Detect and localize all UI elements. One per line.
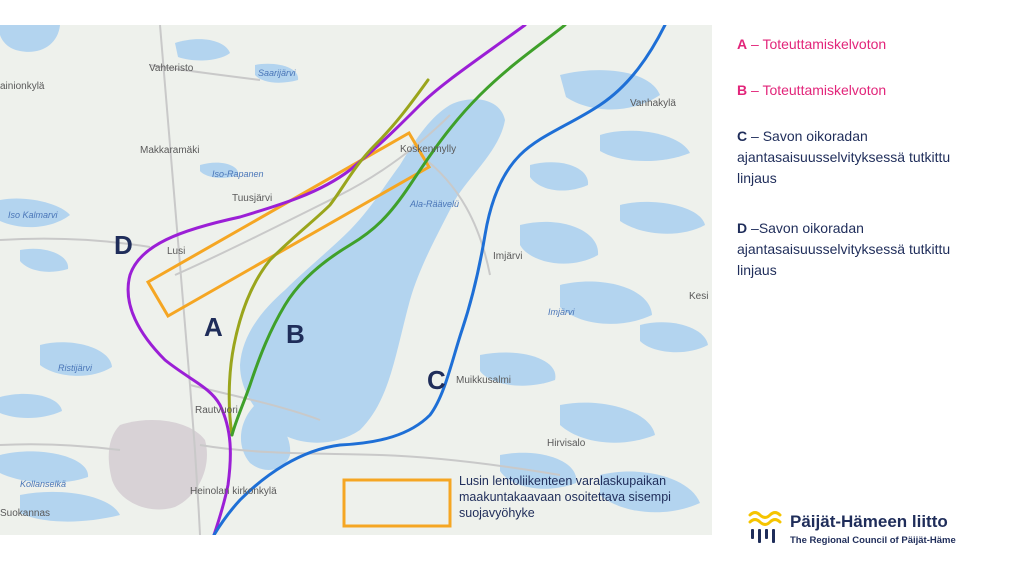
water-label: Ristijärvi bbox=[58, 363, 93, 373]
legend-zone-swatch bbox=[342, 478, 452, 528]
legend-item-a: A – Toteuttamiskelvoton bbox=[737, 34, 886, 55]
legend-text: Toteuttamiskelvoton bbox=[762, 36, 887, 52]
legend-key: A bbox=[737, 36, 748, 52]
place-label: ainionkylä bbox=[0, 81, 45, 92]
route-label-a: A bbox=[204, 312, 223, 342]
main-lake bbox=[240, 99, 505, 443]
legend-key: C bbox=[737, 128, 748, 144]
place-label: Vahteristo bbox=[149, 63, 194, 74]
place-label: Muikkusalmi bbox=[456, 375, 511, 386]
route-a-line bbox=[227, 78, 430, 437]
legend-separator: – bbox=[747, 82, 763, 98]
lake-arm bbox=[240, 405, 291, 470]
place-label: Lusi bbox=[167, 246, 185, 257]
legend-separator: – bbox=[747, 128, 763, 144]
legend-separator: – bbox=[747, 220, 759, 236]
legend-item-c: C – Savon oikoradan ajantasaisuusselvity… bbox=[737, 126, 977, 189]
place-label: Suokannas bbox=[0, 508, 50, 519]
legend-item-d: D –Savon oikoradan ajantasaisuusselvityk… bbox=[737, 218, 977, 281]
place-label: Hirvisalo bbox=[547, 438, 586, 449]
water-label: Iso Kalmarvi bbox=[8, 210, 59, 220]
route-label-b: B bbox=[286, 319, 305, 349]
logo-name: Päijät-Hämeen liitto bbox=[790, 512, 948, 531]
legend-separator: – bbox=[747, 36, 763, 52]
place-label: Makkaramäki bbox=[140, 145, 199, 156]
legend-item-b: B – Toteuttamiskelvoton bbox=[737, 80, 886, 101]
water-label: Ala-Räävelü bbox=[409, 199, 459, 209]
water-label: Iso-Rapanen bbox=[212, 169, 264, 179]
logo-subtitle: The Regional Council of Päijät-Häme bbox=[790, 535, 956, 546]
route-b-line bbox=[230, 25, 567, 437]
legend-text: Savon oikoradan ajantasaisuusselvitykses… bbox=[737, 220, 951, 278]
place-label: Rautvuori bbox=[195, 405, 238, 416]
legend-key: D bbox=[737, 220, 748, 236]
route-map: D A B C Vahteristo ainionkylä Makkaramäk… bbox=[0, 25, 712, 535]
organization-logo: Päijät-Hämeen liitto The Regional Counci… bbox=[748, 509, 1018, 559]
water-label: Kollanselkä bbox=[20, 479, 66, 489]
lakes bbox=[0, 25, 708, 522]
water-label: Saarijärvi bbox=[258, 68, 297, 78]
legend-text: Toteuttamiskelvoton bbox=[762, 82, 887, 98]
route-label-c: C bbox=[427, 365, 446, 395]
place-label: Koskenmylly bbox=[400, 144, 456, 155]
place-label: Vanhakylä bbox=[630, 98, 676, 109]
legend-key: B bbox=[737, 82, 748, 98]
airfield-zone-note: Lusin lentoliikenteen varalaskupaikan ma… bbox=[459, 474, 671, 520]
place-label: Imjärvi bbox=[493, 251, 522, 262]
route-label-d: D bbox=[114, 230, 133, 260]
place-label: Heinolan kirkonkylä bbox=[190, 486, 277, 497]
place-label: Kesi bbox=[689, 291, 708, 302]
route-c-line bbox=[212, 25, 667, 535]
legend-text: Savon oikoradan ajantasaisuusselvitykses… bbox=[737, 128, 951, 186]
waves-icon bbox=[748, 511, 782, 543]
airfield-zone bbox=[145, 130, 432, 319]
route-d-line bbox=[126, 25, 527, 535]
urban-area bbox=[108, 420, 207, 510]
place-label: Tuusjärvi bbox=[232, 193, 272, 204]
water-label: Imjärvi bbox=[548, 307, 575, 317]
